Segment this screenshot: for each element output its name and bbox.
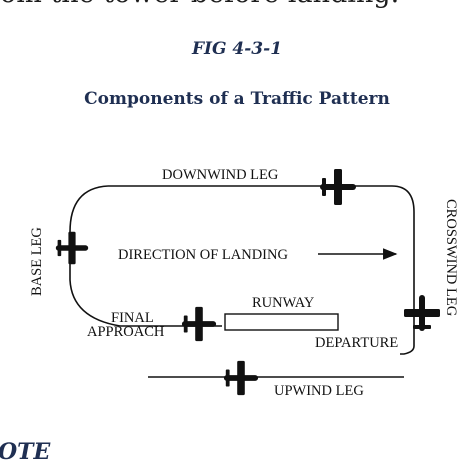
figure-title: Components of a Traffic Pattern <box>84 89 390 109</box>
downwind-leg-label: DOWNWIND LEG <box>162 167 279 183</box>
crosswind-leg-label: CROSSWIND LEG <box>443 199 459 317</box>
pattern-path <box>108 185 415 355</box>
figure-number: FIG 4-3-1 <box>191 39 283 59</box>
final-approach-label-line1: FINAL <box>111 310 154 326</box>
downwind-aircraft-icon <box>320 169 356 205</box>
runway-rectangle <box>224 313 339 331</box>
base-leg-label: BASE LEG <box>29 227 45 296</box>
base-aircraft-icon <box>55 231 89 265</box>
traffic-pattern-diagram: DOWNWIND LEG BASE LEG CROSSWIND LEG DIRE… <box>29 167 459 399</box>
upwind-aircraft-icon <box>223 360 259 396</box>
upwind-leg-label: UPWIND LEG <box>274 383 364 399</box>
pattern-left-curve <box>69 185 121 327</box>
final-aircraft-icon <box>181 306 217 342</box>
runway-label: RUNWAY <box>252 295 315 311</box>
departure-label: DEPARTURE <box>315 335 398 351</box>
direction-of-landing-label: DIRECTION OF LANDING <box>118 247 288 263</box>
crosswind-aircraft-icon <box>404 295 440 331</box>
final-approach-label-line2: APPROACH <box>87 324 165 340</box>
note-heading-fragment: OTE <box>0 439 51 465</box>
preceding-text-fragment: om the tower before landing. <box>0 0 474 9</box>
